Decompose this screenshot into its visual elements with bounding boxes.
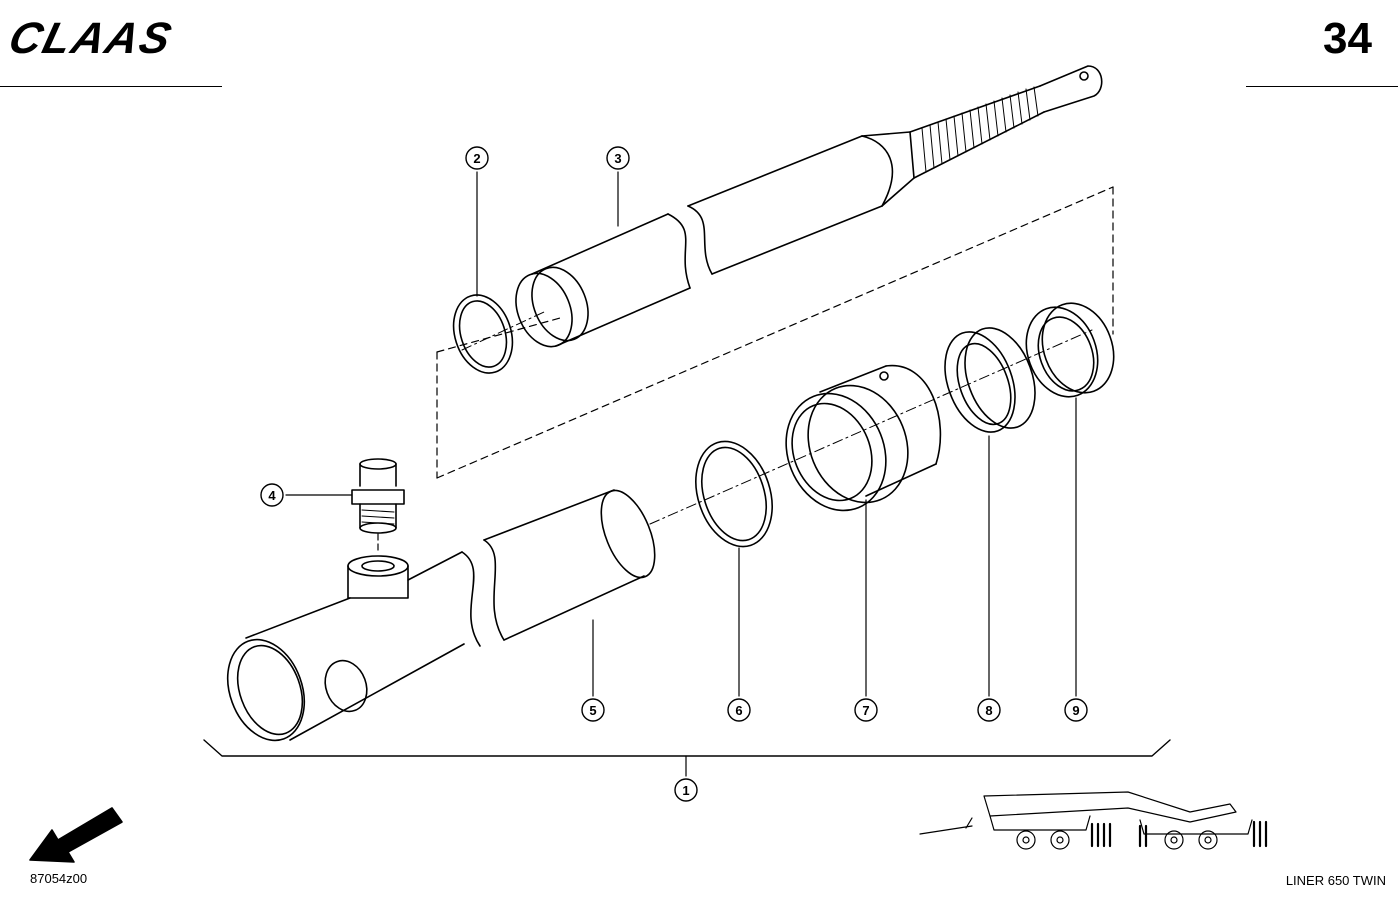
callout-circle-7 — [854, 698, 878, 722]
center-axis — [461, 311, 1093, 525]
callout-circle-1 — [674, 778, 698, 802]
leader-lines — [285, 171, 1077, 777]
callout-label: 4 — [268, 488, 276, 503]
model-name: LINER 650 TWIN — [1285, 873, 1386, 888]
callout-label: 2 — [473, 151, 480, 166]
wiper-ring-part — [1025, 302, 1115, 398]
header-rule-left — [0, 86, 222, 87]
callout-circle-8 — [977, 698, 1001, 722]
callout-label: 9 — [1072, 703, 1079, 718]
assembly-bracket — [203, 739, 1171, 757]
circlip-part — [452, 294, 514, 374]
page-number: 34 — [1323, 14, 1372, 63]
callout-label: 3 — [614, 151, 621, 166]
seal-ring-part — [944, 327, 1036, 433]
retaining-ring-part — [695, 440, 773, 548]
callout-circle-4 — [260, 483, 284, 507]
callout-label: 1 — [682, 783, 689, 798]
callout-label: 7 — [862, 703, 869, 718]
callout-circle-9 — [1064, 698, 1088, 722]
cylinder-barrel-part — [226, 489, 656, 742]
assembly-dashed-frame — [436, 186, 1114, 479]
hydraulic-fitting-part — [351, 458, 405, 534]
header-rule-right — [1246, 86, 1398, 87]
callout-label: 6 — [735, 703, 742, 718]
callout-circle-6 — [727, 698, 751, 722]
callout-circles — [260, 146, 1088, 802]
callout-circle-2 — [465, 146, 489, 170]
piston-rod-part — [515, 65, 1103, 348]
callout-label: 5 — [589, 703, 596, 718]
callout-label: 8 — [985, 703, 992, 718]
callout-circle-5 — [581, 698, 605, 722]
figure-id: 87054z00 — [30, 871, 88, 886]
callout-circle-3 — [606, 146, 630, 170]
guide-bush-part — [785, 364, 942, 512]
direction-arrow-icon — [29, 807, 123, 863]
machine-thumbnail-icon — [919, 791, 1268, 850]
